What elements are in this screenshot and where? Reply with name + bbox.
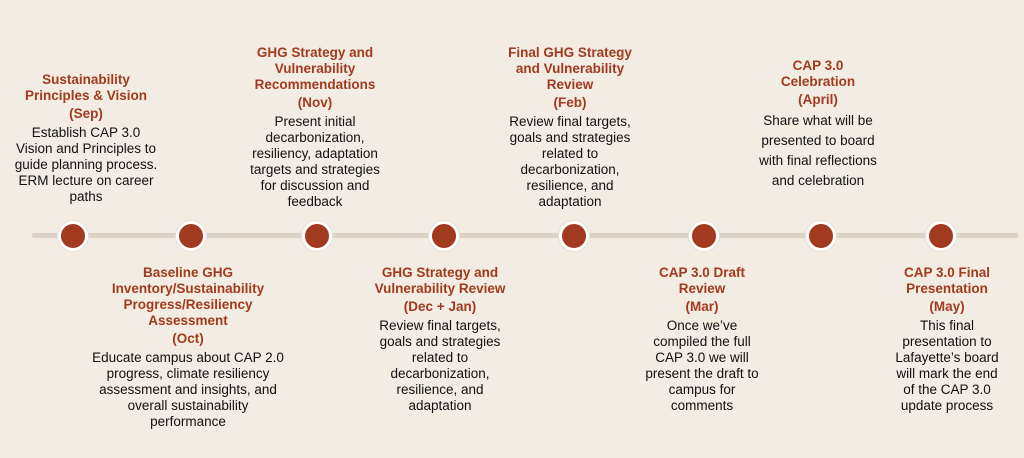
milestone-title: GHG Strategy and Vulnerability Review [374, 265, 506, 296]
timeline-dot-april [806, 221, 836, 251]
milestone-dec-jan: GHG Strategy and Vulnerability Review (D… [350, 265, 530, 414]
milestone-month: (Nov) [297, 95, 333, 110]
timeline-dot-mar [689, 221, 719, 251]
milestone-desc: Share what will be presented to board wi… [759, 113, 877, 188]
milestone-month: (Sep) [69, 106, 103, 121]
timeline-dot-dec-jan [429, 221, 459, 251]
milestone-oct: Baseline GHG Inventory/Sustainability Pr… [72, 265, 304, 430]
milestone-nov: GHG Strategy and Vulnerability Recommend… [230, 45, 400, 210]
milestone-month: (Dec + Jan) [403, 299, 477, 314]
milestone-desc: Educate campus about CAP 2.0 progress, c… [92, 350, 284, 429]
milestone-sep: Sustainability Principles & Vision (Sep)… [6, 72, 166, 205]
milestone-month: (April) [798, 92, 838, 107]
milestone-title: GHG Strategy and Vulnerability Recommend… [254, 45, 376, 92]
milestone-april: CAP 3.0 Celebration (April) Share what w… [735, 58, 901, 191]
milestone-title: Final GHG Strategy and Vulnerability Rev… [508, 45, 632, 92]
milestone-title: Sustainability Principles & Vision [24, 72, 148, 103]
milestone-desc: Review final targets, goals and strategi… [509, 114, 631, 209]
milestone-desc: Once we’ve compiled the full CAP 3.0 we … [645, 318, 759, 413]
milestone-title: CAP 3.0 Final Presentation [903, 265, 991, 296]
milestone-feb: Final GHG Strategy and Vulnerability Rev… [489, 45, 651, 210]
timeline-dot-may [926, 221, 956, 251]
milestone-desc: This final presentation to Lafayette’s b… [895, 318, 999, 413]
milestone-month: (May) [929, 299, 965, 314]
milestone-title: CAP 3.0 Draft Review [658, 265, 746, 296]
milestone-desc: Review final targets, goals and strategi… [379, 318, 501, 413]
milestone-month: (Mar) [685, 299, 719, 314]
timeline-line [32, 233, 1018, 238]
milestone-title: Baseline GHG Inventory/Sustainability Pr… [111, 265, 265, 328]
milestone-desc: Present initial decarbonization, resilie… [250, 114, 380, 209]
milestone-mar: CAP 3.0 Draft Review (Mar) Once we’ve co… [624, 265, 780, 414]
milestone-month: (Oct) [172, 331, 204, 346]
milestone-may: CAP 3.0 Final Presentation (May) This fi… [874, 265, 1020, 414]
timeline-dot-oct [176, 221, 206, 251]
timeline-dot-feb [559, 221, 589, 251]
milestone-title: CAP 3.0 Celebration [780, 58, 856, 89]
milestone-month: (Feb) [553, 95, 587, 110]
timeline-dot-nov [302, 221, 332, 251]
timeline-dot-sep [58, 221, 88, 251]
milestone-desc: Establish CAP 3.0 Vision and Principles … [14, 125, 158, 204]
